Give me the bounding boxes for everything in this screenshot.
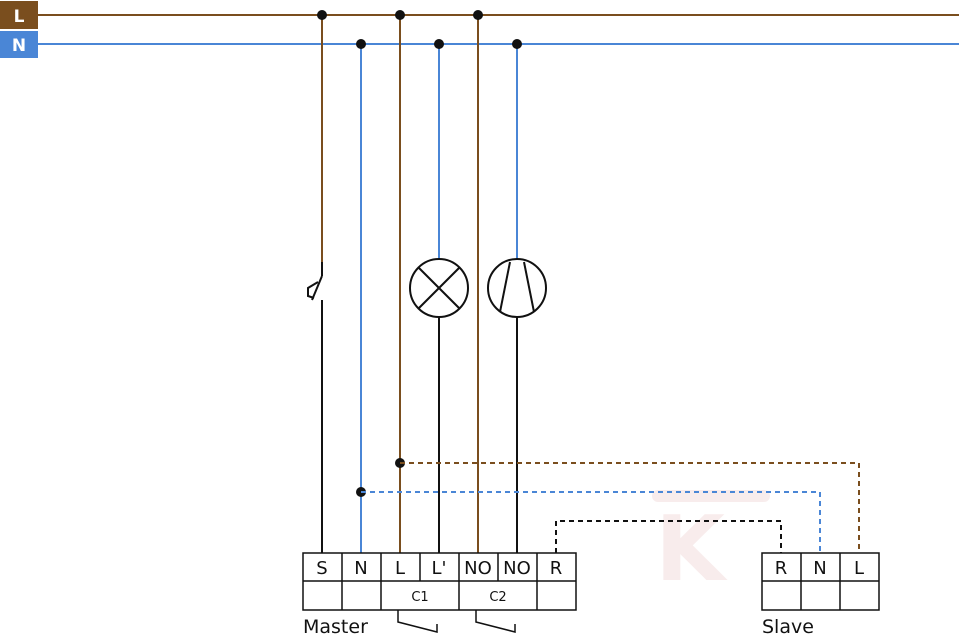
master-terminal-no1: NO [464,558,492,579]
watermark-logo: K [652,490,770,602]
master-group-c2: C2 [489,590,506,605]
watermark-text: K [655,497,728,602]
junction-dot [356,39,366,49]
junction-dot [512,39,522,49]
relay-contact-icon [397,610,516,633]
master-terminal-r: R [550,558,563,579]
slave-label: Slave [762,616,814,636]
slave-terminal-r: R [775,558,788,579]
neutral-badge-label: N [12,36,26,56]
fluorescent-lamp-icon [487,258,547,318]
live-badge: L [0,1,38,29]
master-terminal-lprime: L' [432,558,447,579]
master-terminal-no2: NO [503,558,531,579]
junction-dot [473,10,483,20]
master-terminal-s: S [316,558,327,579]
master-group-c1: C1 [411,590,428,605]
junction-dot [395,10,405,20]
junction-dot [434,39,444,49]
slave-neutral-dashed-wire [361,491,821,553]
live-badge-label: L [14,7,25,27]
bus-junctions [317,10,522,497]
lamp-icon [409,258,469,318]
master-label: Master [303,616,368,636]
master-terminal-n: N [354,558,367,579]
slave-module: R N L Slave [761,552,880,636]
junction-dot [317,10,327,20]
live-badge-box [0,1,38,29]
slave-terminal-l: L [854,558,864,579]
slave-live-dashed-wire [400,462,860,553]
slave-terminal-n: N [813,558,826,579]
neutral-badge-box [0,31,38,58]
master-terminal-l: L [395,558,405,579]
r-link-dashed-wire [555,520,782,553]
master-module: S N L L' NO NO R C1 C2 Master [302,552,577,636]
neutral-badge: N [0,31,38,58]
pushbutton-switch-icon [307,262,323,315]
